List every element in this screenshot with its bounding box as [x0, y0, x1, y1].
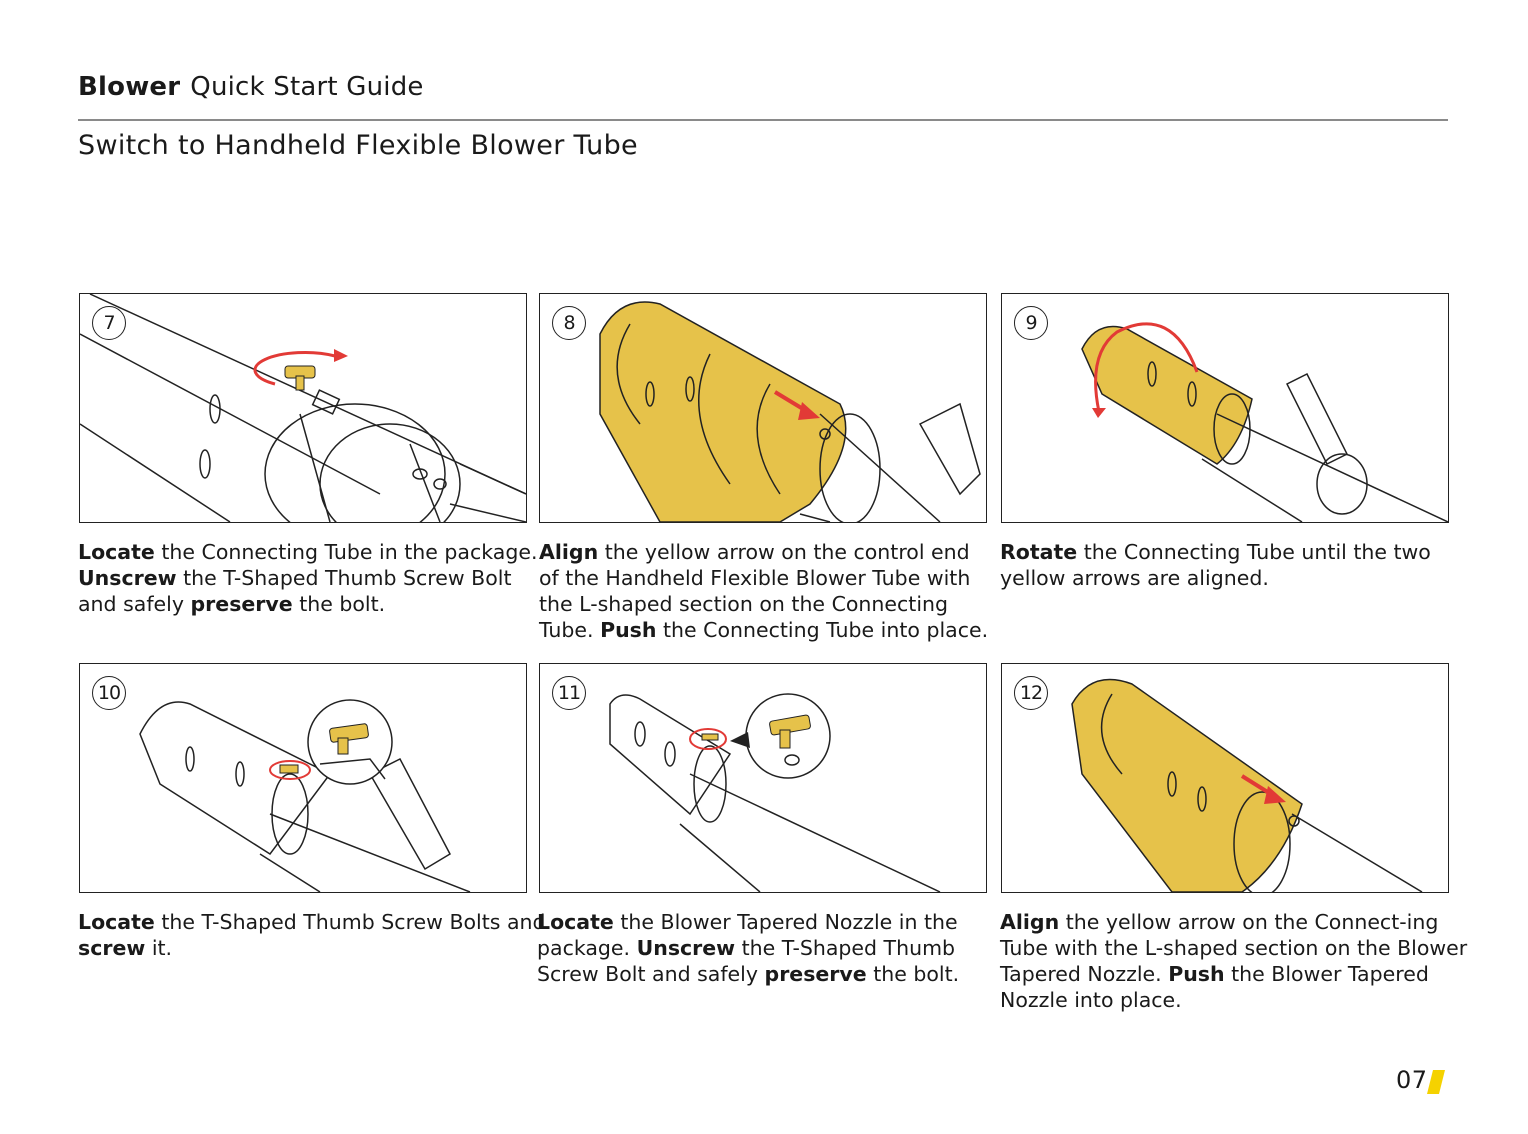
- caption-action-word: Locate: [78, 540, 155, 564]
- header-brand: Blower: [78, 72, 181, 102]
- header-divider: [78, 119, 1448, 121]
- step-8-illustration: 8: [539, 293, 987, 523]
- caption-action-word: preserve: [190, 592, 293, 616]
- step-11-number: 11: [552, 676, 586, 710]
- step-10-caption: Locate the T-Shaped Thumb Screw Bolts an…: [78, 909, 548, 961]
- caption-action-word: Rotate: [1000, 540, 1078, 564]
- step-9-drawing: [1081, 322, 1448, 522]
- caption-action-word: Align: [539, 540, 599, 564]
- step-12-caption: Align the yellow arrow on the Connect-in…: [1000, 909, 1470, 1013]
- step-10-drawing: [139, 699, 471, 892]
- step-10-illustration: 10: [79, 663, 527, 893]
- caption-text: the Connecting Tube until the two yellow…: [1000, 540, 1431, 590]
- section-title: Switch to Handheld Flexible Blower Tube: [78, 130, 638, 161]
- step-12-illustration: 12: [1001, 663, 1449, 893]
- caption-text: the yellow arrow on the Connect-ing Tube…: [1000, 910, 1468, 986]
- caption-text: it.: [145, 936, 173, 960]
- caption-text: the T-Shaped Thumb Screw Bolts and: [154, 910, 546, 934]
- step-7-number: 7: [92, 306, 126, 340]
- caption-action-word: Locate: [537, 910, 614, 934]
- caption-action-word: Push: [600, 618, 657, 642]
- header-title: Quick Start Guide: [190, 72, 424, 102]
- caption-text: the Connecting Tube in the package.: [154, 540, 538, 564]
- caption-text: the T-Shaped Thumb Screw Bolt and safely: [78, 566, 512, 616]
- caption-text: the bolt.: [292, 592, 386, 616]
- step-11-caption: Locate the Blower Tapered Nozzle in the …: [537, 909, 997, 987]
- document-header: Blower Quick Start Guide: [78, 72, 424, 102]
- step-9-number: 9: [1014, 306, 1048, 340]
- step-11-drawing: [609, 693, 941, 892]
- caption-text: the Blower Tapered Nozzle into place.: [1000, 962, 1429, 1012]
- step-10-number: 10: [92, 676, 126, 710]
- step-12-number: 12: [1014, 676, 1048, 710]
- caption-text: the Connecting Tube into place.: [656, 618, 989, 642]
- caption-action-word: Align: [1000, 910, 1060, 934]
- step-8-number: 8: [552, 306, 586, 340]
- step-7-caption: Locate the Connecting Tube in the packag…: [78, 539, 548, 617]
- step-9-caption: Rotate the Connecting Tube until the two…: [1000, 539, 1470, 591]
- caption-action-word: Locate: [78, 910, 155, 934]
- step-7-drawing: [80, 294, 526, 522]
- caption-action-word: Push: [1168, 962, 1225, 986]
- caption-text: the bolt.: [866, 962, 960, 986]
- caption-action-word: Unscrew: [636, 936, 736, 960]
- caption-action-word: preserve: [764, 962, 867, 986]
- step-9-illustration: 9: [1001, 293, 1449, 523]
- caption-action-word: Unscrew: [78, 566, 177, 590]
- caption-text: the yellow arrow on the control end of t…: [539, 540, 971, 642]
- step-11-illustration: 11: [539, 663, 987, 893]
- step-8-drawing: [599, 301, 981, 522]
- page-accent-mark: [1427, 1070, 1445, 1094]
- caption-text: the Blower Tapered Nozzle in the package…: [537, 910, 958, 960]
- step-12-drawing: [1071, 678, 1423, 892]
- page-number: 07: [1396, 1066, 1428, 1094]
- step-8-caption: Align the yellow arrow on the control en…: [539, 539, 989, 643]
- caption-text: the T-Shaped Thumb Screw Bolt and safely: [537, 936, 956, 986]
- step-7-illustration: 7: [79, 293, 527, 523]
- caption-action-word: screw: [78, 936, 146, 960]
